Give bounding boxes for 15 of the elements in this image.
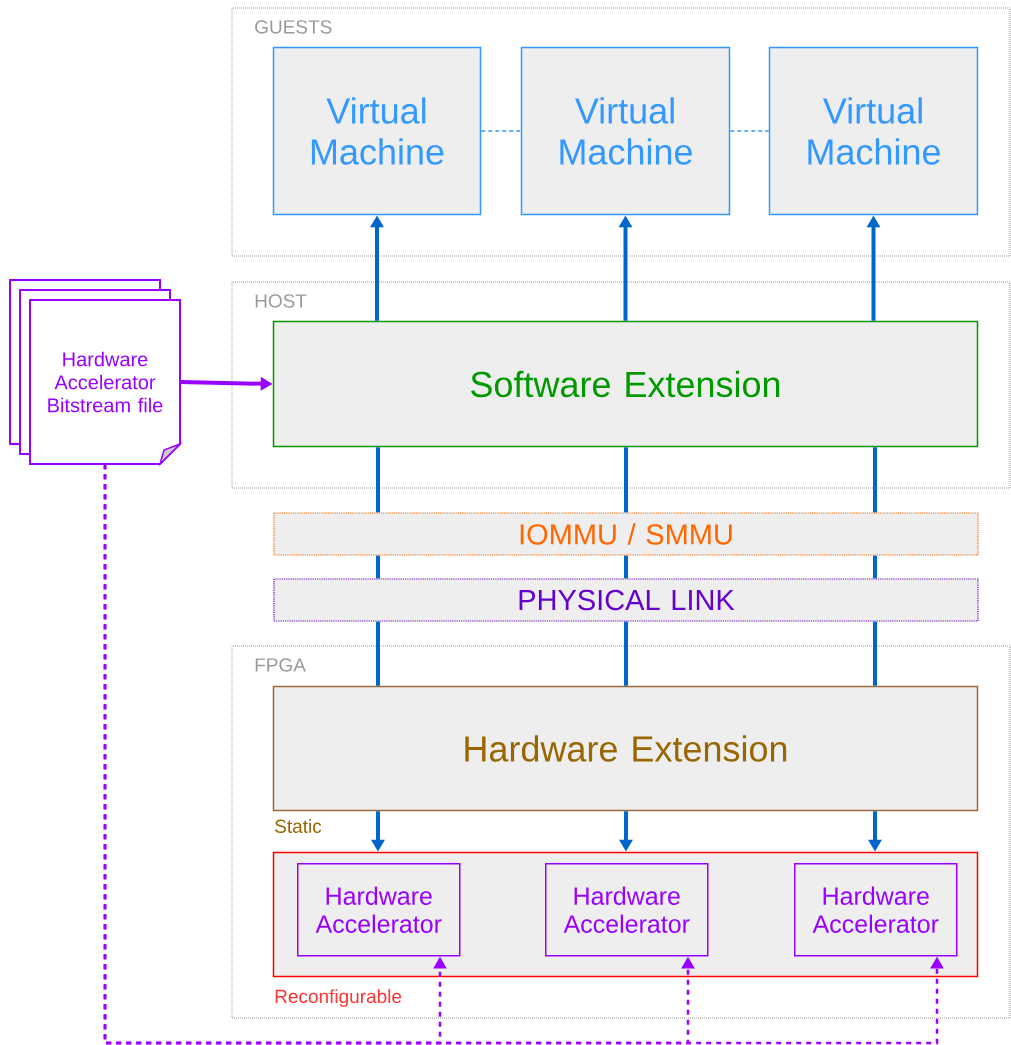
virtual-machine-box: Virtual Machine — [520, 46, 731, 216]
region-label: FPGA — [255, 658, 306, 672]
extension-box: Hardware Extension — [272, 685, 979, 812]
layer-band: PHYSICAL LINK — [273, 578, 979, 622]
region-caption: Reconfigurable — [275, 989, 402, 1007]
virtual-machine-box: Virtual Machine — [768, 46, 979, 216]
layer-band: IOMMU / SMMU — [273, 512, 979, 556]
region-label: GUESTS — [255, 20, 332, 34]
accelerator-box: Hardware Accelerator — [297, 863, 461, 957]
accelerator-box: Hardware Accelerator — [545, 863, 709, 957]
accelerator-box: Hardware Accelerator — [794, 863, 958, 957]
region-caption: Static — [275, 819, 322, 833]
extension-box: Software Extension — [272, 320, 979, 448]
virtual-machine-box: Virtual Machine — [272, 46, 482, 216]
region-label: HOST — [255, 294, 307, 308]
